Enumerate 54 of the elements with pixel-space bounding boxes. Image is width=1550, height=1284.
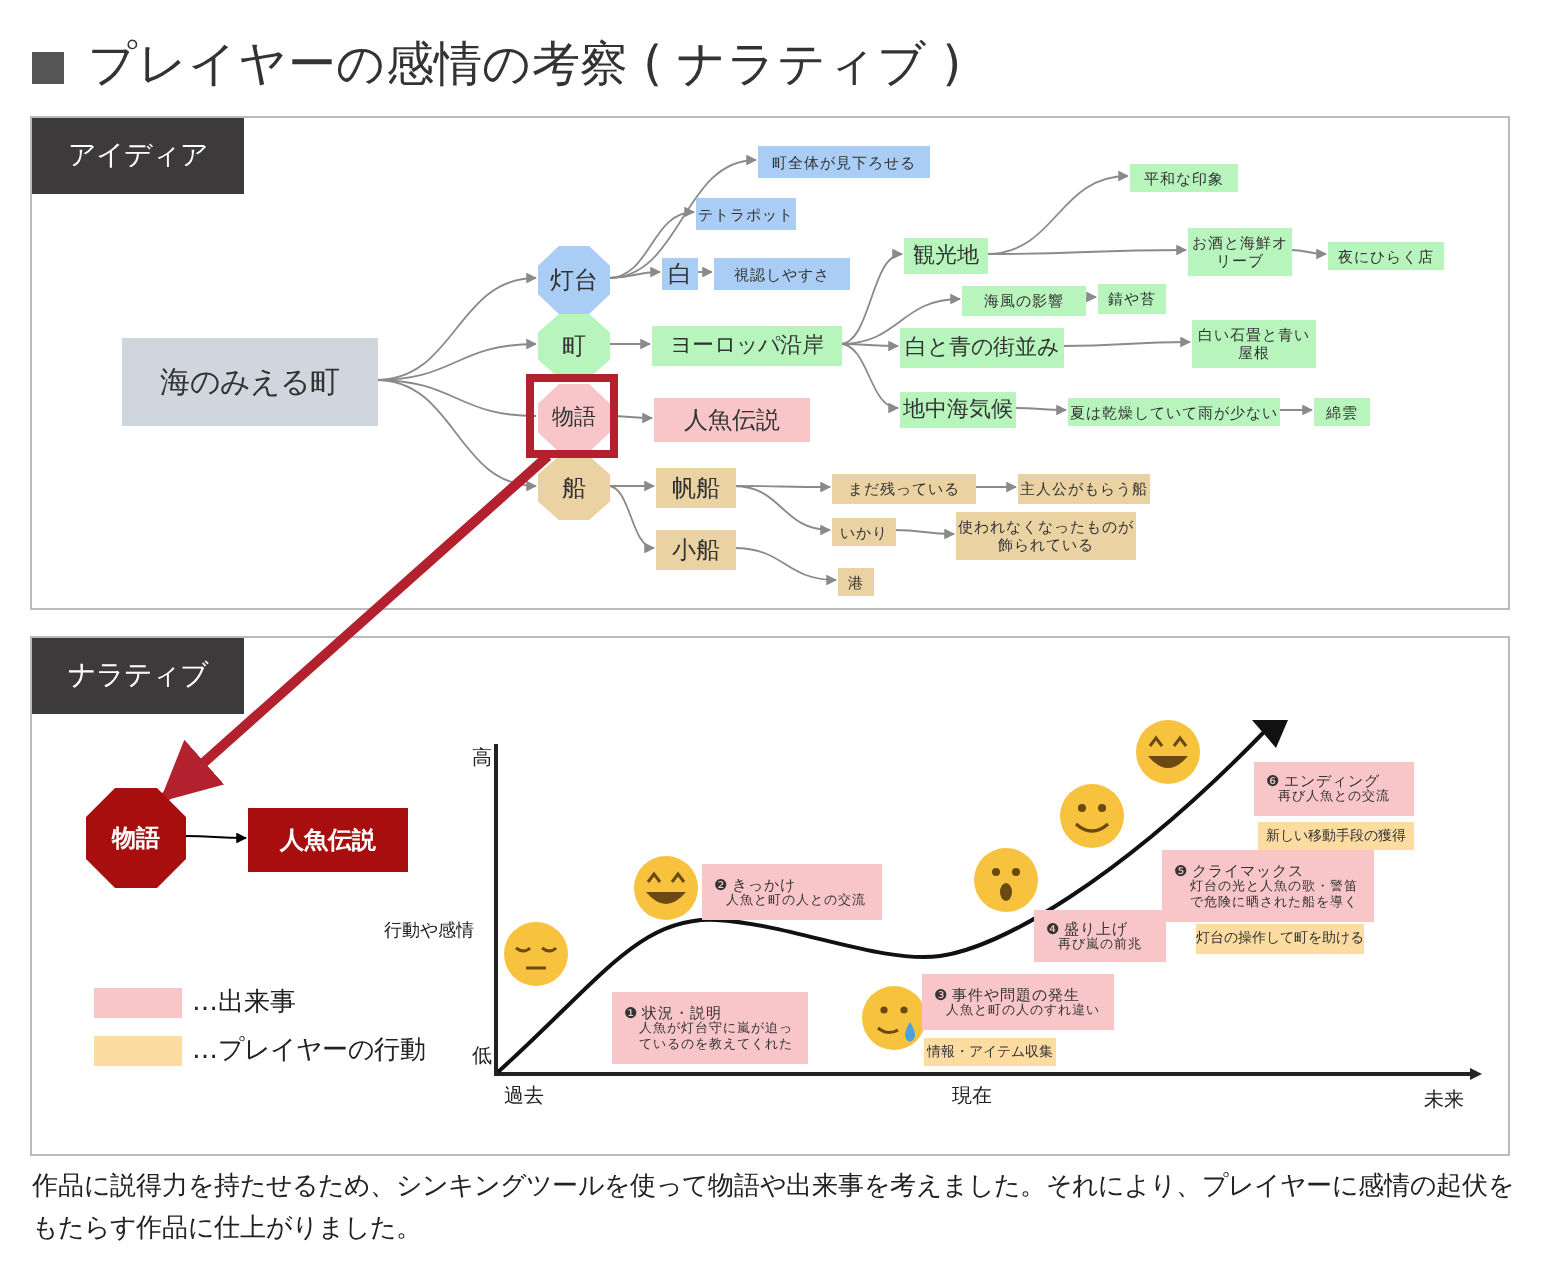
arrow	[839, 251, 904, 345]
topic-box: 人魚伝説	[654, 398, 810, 442]
arrow	[893, 528, 956, 540]
topic-box: 海のみえる町	[122, 338, 378, 426]
event-card	[1034, 910, 1166, 962]
section-header: アイディア	[32, 118, 244, 194]
arrow	[183, 832, 248, 844]
caption-paragraph: 作品に説得力を持たせるため、シンキングツールを使って物語や出来事を考えました。それにより、プレイヤーに感情の起伏をもたらす作品に仕上がりました。	[32, 1170, 1516, 1248]
topic-box: 地中海気候	[900, 392, 1016, 428]
event-card	[612, 992, 808, 1064]
octagon-node: 船	[538, 456, 610, 520]
octagon-node: 灯台	[538, 246, 610, 314]
axis-label: 低	[472, 1044, 492, 1070]
topic-box: 白と青の街並み	[900, 328, 1064, 368]
legend-text: …出来事	[192, 986, 296, 1020]
axis-label: 行動や感情	[384, 919, 474, 944]
arrow	[1083, 291, 1098, 303]
legend-text: …プレイヤーの行動	[192, 1034, 426, 1068]
arrow	[733, 547, 838, 585]
topic-box: 人魚伝説	[248, 808, 408, 872]
arrow	[839, 343, 900, 412]
axis-label: 過去	[504, 1083, 544, 1110]
page-title: プレイヤーの感情の考察 ( ナラティブ )	[88, 34, 962, 96]
topic-box: 白	[662, 258, 698, 290]
arrow	[1061, 336, 1192, 348]
event-card	[1162, 850, 1374, 922]
event-card	[922, 974, 1114, 1030]
topic-box: 小船	[656, 530, 736, 570]
thick-arrow	[159, 452, 552, 802]
arrow	[695, 266, 714, 278]
section-panel	[30, 116, 1510, 610]
topic-box: 帆船	[656, 468, 736, 508]
topic-box: ヨーロッパ沿岸	[652, 326, 842, 366]
arrow	[375, 379, 538, 491]
octagon-node: 物語	[86, 788, 186, 888]
axis-label: 高	[472, 745, 492, 772]
octagon-node: 町	[538, 314, 610, 378]
arrow	[607, 485, 656, 552]
axis-label: 現在	[952, 1084, 992, 1110]
event-card	[1254, 762, 1414, 816]
arrow	[733, 485, 832, 535]
octagon-node: 物語	[538, 384, 610, 452]
arrow	[973, 481, 1018, 493]
arrow	[1277, 404, 1314, 416]
section-header: ナラティブ	[32, 638, 244, 714]
topic-box: 観光地	[904, 238, 988, 274]
arrow	[1289, 248, 1328, 260]
arrow	[607, 338, 652, 350]
arrow	[607, 480, 656, 492]
axis-label: 未来	[1424, 1087, 1464, 1114]
arrow	[607, 266, 662, 279]
event-card	[702, 864, 882, 920]
arrow	[1013, 404, 1068, 416]
arrow	[985, 244, 1188, 256]
